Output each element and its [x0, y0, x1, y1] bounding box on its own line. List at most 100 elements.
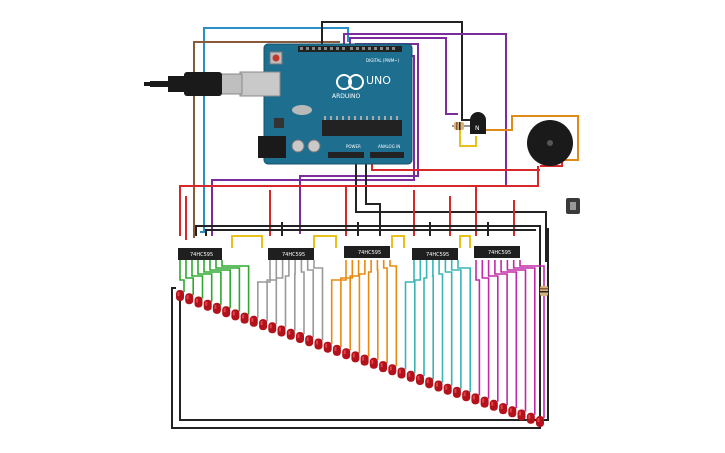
led-wire — [191, 260, 204, 299]
led[interactable] — [536, 416, 544, 427]
purple-wire-2 — [349, 37, 458, 115]
led[interactable] — [314, 338, 323, 350]
led-wire — [179, 260, 185, 292]
led-wire — [257, 260, 271, 318]
chip-1-label: 74HC595 — [190, 252, 213, 258]
brown-wire — [193, 41, 340, 238]
led-wire — [500, 260, 518, 409]
led[interactable] — [351, 351, 360, 363]
black-wire-board-2 — [365, 160, 381, 236]
transistor-label: N — [475, 125, 480, 132]
led-wire — [487, 260, 499, 402]
blue-wire — [200, 27, 349, 233]
led[interactable] — [286, 328, 295, 340]
base-resistor — [452, 122, 470, 130]
arduino-board[interactable]: UNO ARDUINO DIGITAL (PWM~) POWER ANALOG … — [239, 43, 413, 165]
led[interactable] — [397, 367, 406, 379]
led-wire — [475, 260, 481, 396]
led[interactable] — [462, 390, 471, 402]
push-button[interactable] — [566, 198, 580, 214]
led-wire — [389, 260, 398, 367]
led-wire — [358, 260, 366, 354]
led-wire — [197, 260, 213, 302]
shift-register-5[interactable]: 74HC595 — [474, 246, 520, 258]
led[interactable] — [268, 322, 277, 334]
chip-2-label: 74HC595 — [282, 252, 305, 258]
led-wire — [203, 260, 222, 305]
shift-register-4[interactable]: 74HC595 — [412, 248, 458, 260]
led[interactable] — [332, 344, 341, 356]
led[interactable] — [443, 383, 452, 395]
led[interactable] — [499, 403, 508, 415]
led[interactable] — [416, 374, 424, 385]
led-wire — [349, 260, 360, 351]
led[interactable] — [194, 296, 203, 308]
led-wire — [512, 260, 536, 415]
shift-register-1[interactable]: 74HC595 — [178, 248, 222, 260]
led[interactable] — [526, 412, 535, 424]
led-wire — [382, 260, 388, 364]
led[interactable] — [369, 357, 378, 369]
led-wire — [457, 260, 471, 393]
led-wire — [494, 260, 508, 406]
led-wire — [185, 260, 194, 296]
led[interactable] — [305, 335, 314, 347]
power-wires — [179, 160, 540, 240]
led-wire — [300, 260, 305, 334]
led[interactable] — [222, 306, 231, 318]
shift-register-2[interactable]: 74HC595 — [268, 248, 314, 260]
led-wire — [275, 260, 284, 325]
led[interactable] — [323, 341, 332, 353]
led[interactable] — [388, 364, 397, 376]
led-wire — [506, 260, 527, 412]
led[interactable] — [517, 409, 526, 421]
led[interactable] — [176, 290, 184, 301]
led-wire — [215, 260, 241, 312]
digital-header: DIGITAL (PWM~) — [366, 58, 400, 63]
led[interactable] — [379, 361, 388, 373]
led[interactable] — [425, 377, 434, 389]
led-wire — [367, 260, 372, 357]
transistor[interactable]: N — [470, 112, 486, 134]
ground-wires — [171, 222, 549, 429]
led[interactable] — [342, 348, 351, 360]
led[interactable] — [240, 312, 249, 324]
led[interactable] — [489, 399, 498, 411]
led[interactable] — [203, 299, 212, 311]
led[interactable] — [231, 309, 240, 321]
power-label: POWER — [346, 144, 361, 149]
black-top-wire — [321, 21, 470, 121]
led[interactable] — [452, 386, 461, 398]
led[interactable] — [434, 380, 443, 392]
led[interactable] — [360, 354, 369, 366]
led-wire — [266, 260, 278, 322]
led[interactable] — [277, 325, 286, 337]
led-array — [176, 290, 544, 427]
led[interactable] — [508, 406, 517, 418]
led[interactable] — [185, 293, 194, 305]
led-wire — [404, 260, 415, 370]
led-wire — [414, 260, 422, 373]
led[interactable] — [406, 370, 415, 382]
shift-register-3[interactable]: 74HC595 — [344, 246, 390, 258]
piezo-buzzer[interactable] — [527, 120, 573, 166]
led-wire — [438, 260, 444, 383]
led-wire — [423, 260, 428, 376]
led[interactable] — [212, 302, 221, 314]
led[interactable] — [471, 393, 480, 405]
led[interactable] — [480, 396, 489, 408]
led[interactable] — [296, 332, 304, 343]
microcontroller-chip — [322, 120, 402, 136]
led[interactable] — [249, 315, 258, 327]
led-wire — [481, 260, 490, 399]
led-wire — [340, 260, 354, 347]
led[interactable] — [259, 319, 268, 331]
button-resistor — [540, 286, 548, 296]
led-wire — [444, 260, 453, 386]
analog-label: ANALOG IN — [378, 144, 400, 149]
led-wire — [313, 260, 324, 341]
led-wire — [330, 260, 347, 344]
led-wires — [179, 260, 545, 418]
led-wire — [450, 260, 462, 389]
